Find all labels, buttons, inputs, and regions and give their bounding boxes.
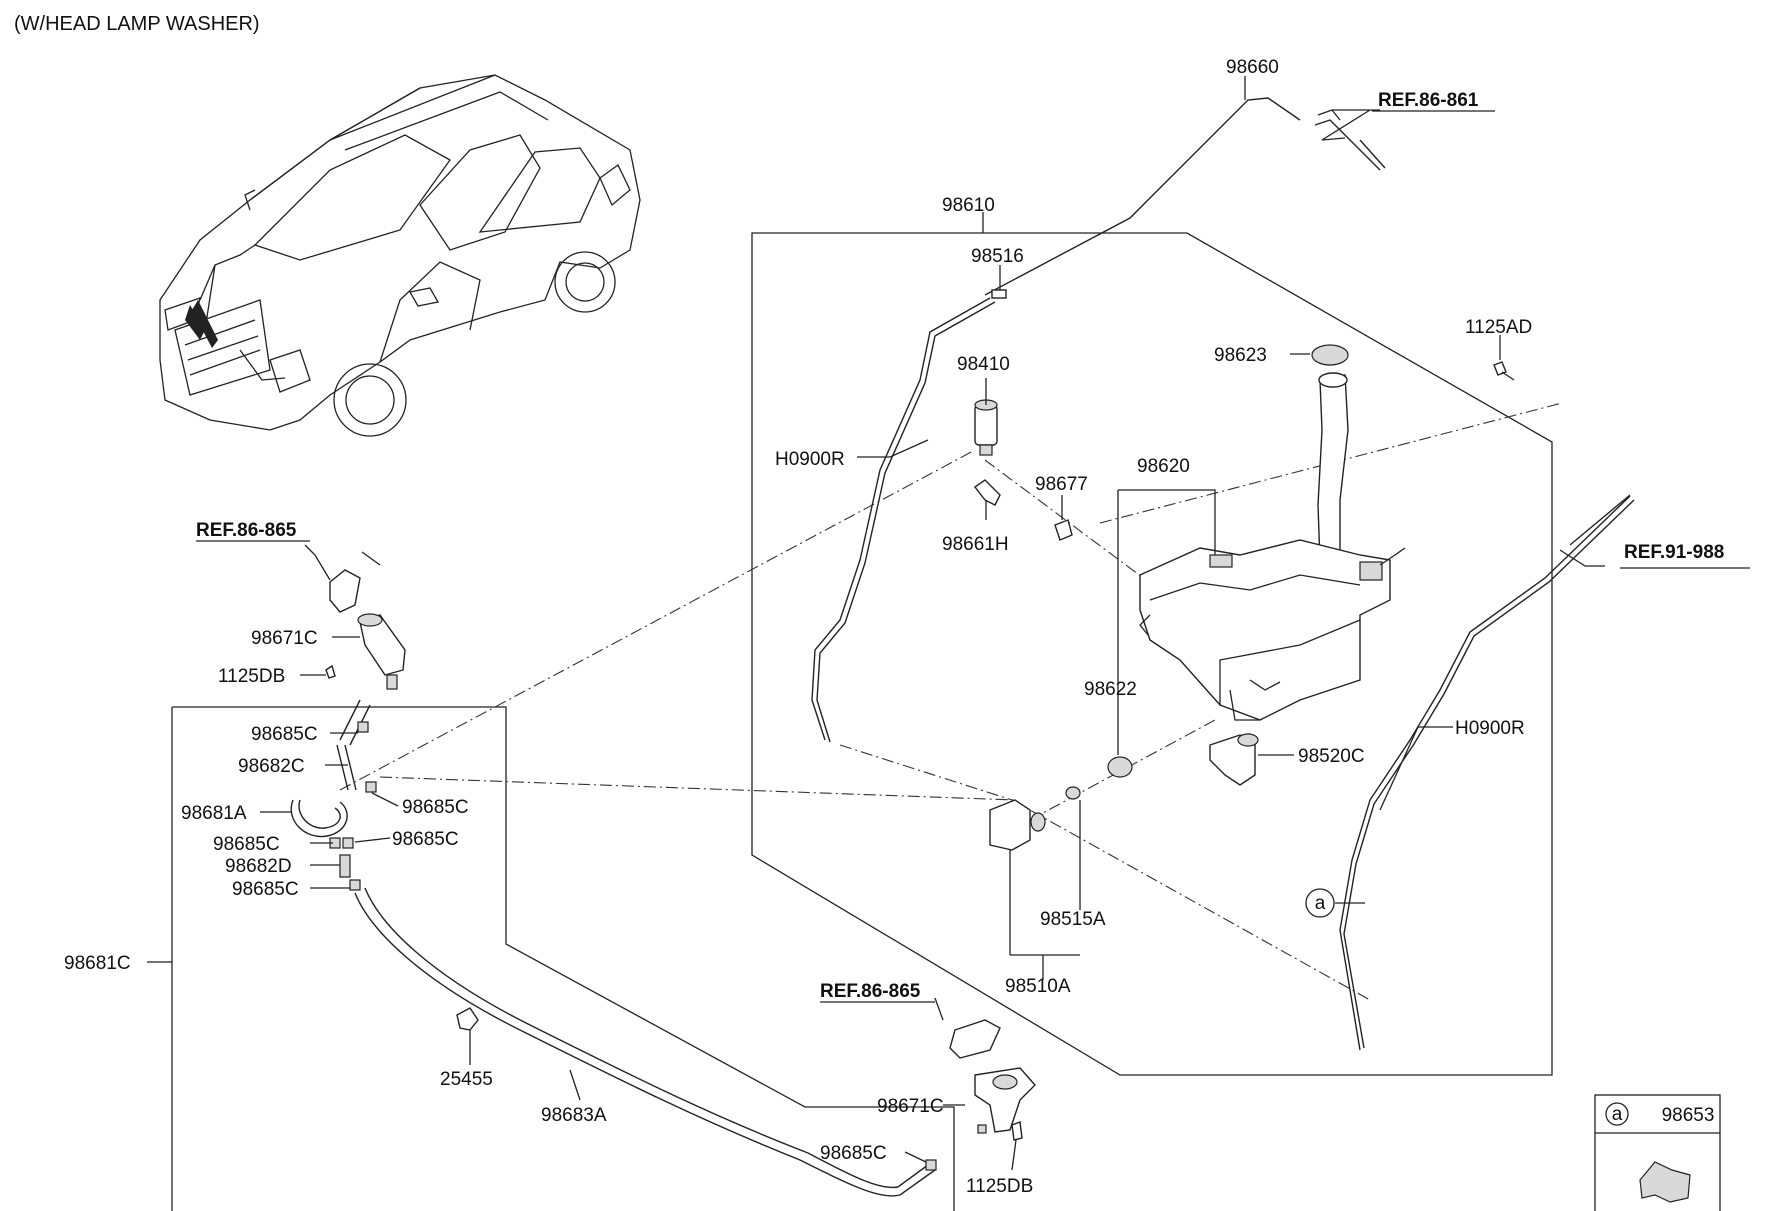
- grommet-98622[interactable]: [1107, 756, 1133, 778]
- legend-part-number: 98653: [1662, 1105, 1715, 1126]
- label-98685C-5[interactable]: 98685C: [232, 879, 299, 900]
- label-98685C-2[interactable]: 98685C: [402, 797, 469, 818]
- label-98510A[interactable]: 98510A: [1005, 976, 1071, 997]
- header-title: (W/HEAD LAMP WASHER): [14, 13, 260, 35]
- label-98520C[interactable]: 98520C: [1298, 746, 1365, 767]
- filler-neck-part[interactable]: [1317, 374, 1349, 563]
- label-98516[interactable]: 98516: [971, 246, 1024, 267]
- clip-98685C-6[interactable]: [925, 1159, 937, 1171]
- legend-marker: a: [1612, 1104, 1623, 1125]
- label-98685C-3[interactable]: 98685C: [392, 829, 459, 850]
- callout-marker-letter: a: [1315, 893, 1326, 914]
- label-98682D[interactable]: 98682D: [225, 856, 292, 877]
- callout-marker-a: [1305, 888, 1335, 918]
- ref-91-988[interactable]: REF.91-988: [1624, 542, 1724, 563]
- label-98681A[interactable]: 98681A: [181, 803, 247, 824]
- washer-pump-98510A[interactable]: [989, 799, 1031, 851]
- clip-98677[interactable]: [1054, 519, 1073, 541]
- ring-98515A[interactable]: [1065, 786, 1081, 800]
- vehicle-illustration: [159, 74, 641, 437]
- bolt-1125DB-upper[interactable]: [325, 664, 336, 679]
- elbow-98661H[interactable]: [973, 479, 1001, 506]
- label-25455[interactable]: 25455: [440, 1069, 493, 1090]
- label-98685C-1[interactable]: 98685C: [251, 724, 318, 745]
- connector-98682D[interactable]: [339, 854, 351, 878]
- nozzle-98671C-lower[interactable]: [974, 1067, 1036, 1133]
- label-98622[interactable]: 98622: [1084, 679, 1137, 700]
- label-1125DB-lower[interactable]: 1125DB: [966, 1176, 1033, 1197]
- label-98620[interactable]: 98620: [1137, 456, 1190, 477]
- label-H0900R-right[interactable]: H0900R: [1455, 718, 1525, 739]
- label-98685C-6[interactable]: 98685C: [820, 1143, 887, 1164]
- label-98685C-4[interactable]: 98685C: [213, 834, 280, 855]
- assembly-frame-right: [751, 232, 1553, 1076]
- label-98677[interactable]: 98677: [1035, 474, 1088, 495]
- label-98660[interactable]: 98660: [1226, 57, 1279, 78]
- clip-98685C-5[interactable]: [349, 879, 361, 891]
- label-98681C[interactable]: 98681C: [64, 953, 131, 974]
- legend-box: [1594, 1094, 1721, 1211]
- ref-86-865-upper[interactable]: REF.86-865: [196, 520, 297, 541]
- headlamp-cap-lower[interactable]: [949, 1019, 1001, 1059]
- bolt-1125AD[interactable]: [1493, 361, 1507, 376]
- label-98610[interactable]: 98610: [942, 195, 995, 216]
- assembly-frame-left: [172, 706, 955, 1211]
- label-98671C-upper[interactable]: 98671C: [251, 628, 318, 649]
- legend-clip-part: [1639, 1161, 1691, 1203]
- ref-86-865-lower[interactable]: REF.86-865: [820, 981, 921, 1002]
- label-1125DB-upper[interactable]: 1125DB: [218, 666, 285, 687]
- label-98661H[interactable]: 98661H: [942, 534, 1009, 555]
- label-98683A[interactable]: 98683A: [541, 1105, 607, 1126]
- washer-pump-98410[interactable]: [974, 404, 998, 446]
- label-98410[interactable]: 98410: [957, 354, 1010, 375]
- label-98671C-lower[interactable]: 98671C: [877, 1096, 944, 1117]
- washer-reservoir-part[interactable]: [1139, 539, 1391, 721]
- connector-98516[interactable]: [991, 289, 1007, 299]
- nozzle-98671C-upper[interactable]: [359, 614, 406, 676]
- clip-25455[interactable]: [456, 1007, 479, 1031]
- ref-86-861[interactable]: REF.86-861: [1378, 90, 1479, 111]
- label-1125AD[interactable]: 1125AD: [1465, 317, 1532, 338]
- clip-98685C-2[interactable]: [365, 781, 377, 793]
- clip-98685C-4[interactable]: [342, 837, 354, 849]
- label-98515A[interactable]: 98515A: [1040, 909, 1106, 930]
- bolt-1125DB-lower[interactable]: [1011, 1121, 1023, 1141]
- reservoir-cap-part[interactable]: [1311, 344, 1349, 366]
- label-H0900R-left[interactable]: H0900R: [775, 449, 845, 470]
- label-98623[interactable]: 98623: [1214, 345, 1267, 366]
- label-98682C[interactable]: 98682C: [238, 756, 305, 777]
- clip-98685C-1[interactable]: [357, 721, 369, 733]
- headlamp-cap-upper[interactable]: [329, 569, 361, 613]
